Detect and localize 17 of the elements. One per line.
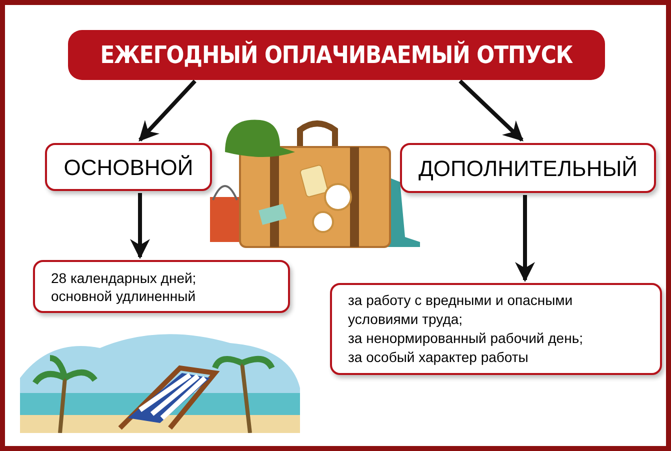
- text-box: [33, 260, 290, 313]
- arrow: [130, 193, 150, 259]
- list-item: 28 календарных дней;: [51, 268, 198, 286]
- list-item: за работу с вредными и опасными условиями труда;: [348, 291, 574, 329]
- text-box: [400, 143, 656, 193]
- arrow: [515, 195, 535, 282]
- category-label: ОСНОВНОЙ: [64, 154, 194, 182]
- arrow: [138, 80, 196, 142]
- title-banner: [68, 30, 605, 80]
- title-text: ЕЖЕГОДНЫЙ ОПЛАЧИВАЕМЫЙ ОТПУСК: [100, 40, 573, 71]
- text-box: [45, 143, 212, 191]
- list-item: за ненормированный рабочий день;: [348, 329, 584, 348]
- list-item: основной удлиненный: [51, 286, 197, 304]
- list-item: за особый характер работы: [348, 348, 530, 367]
- text-box: [330, 283, 662, 375]
- category-label: ДОПОЛНИТЕЛЬНЫЙ: [418, 154, 638, 182]
- arrow: [458, 80, 524, 142]
